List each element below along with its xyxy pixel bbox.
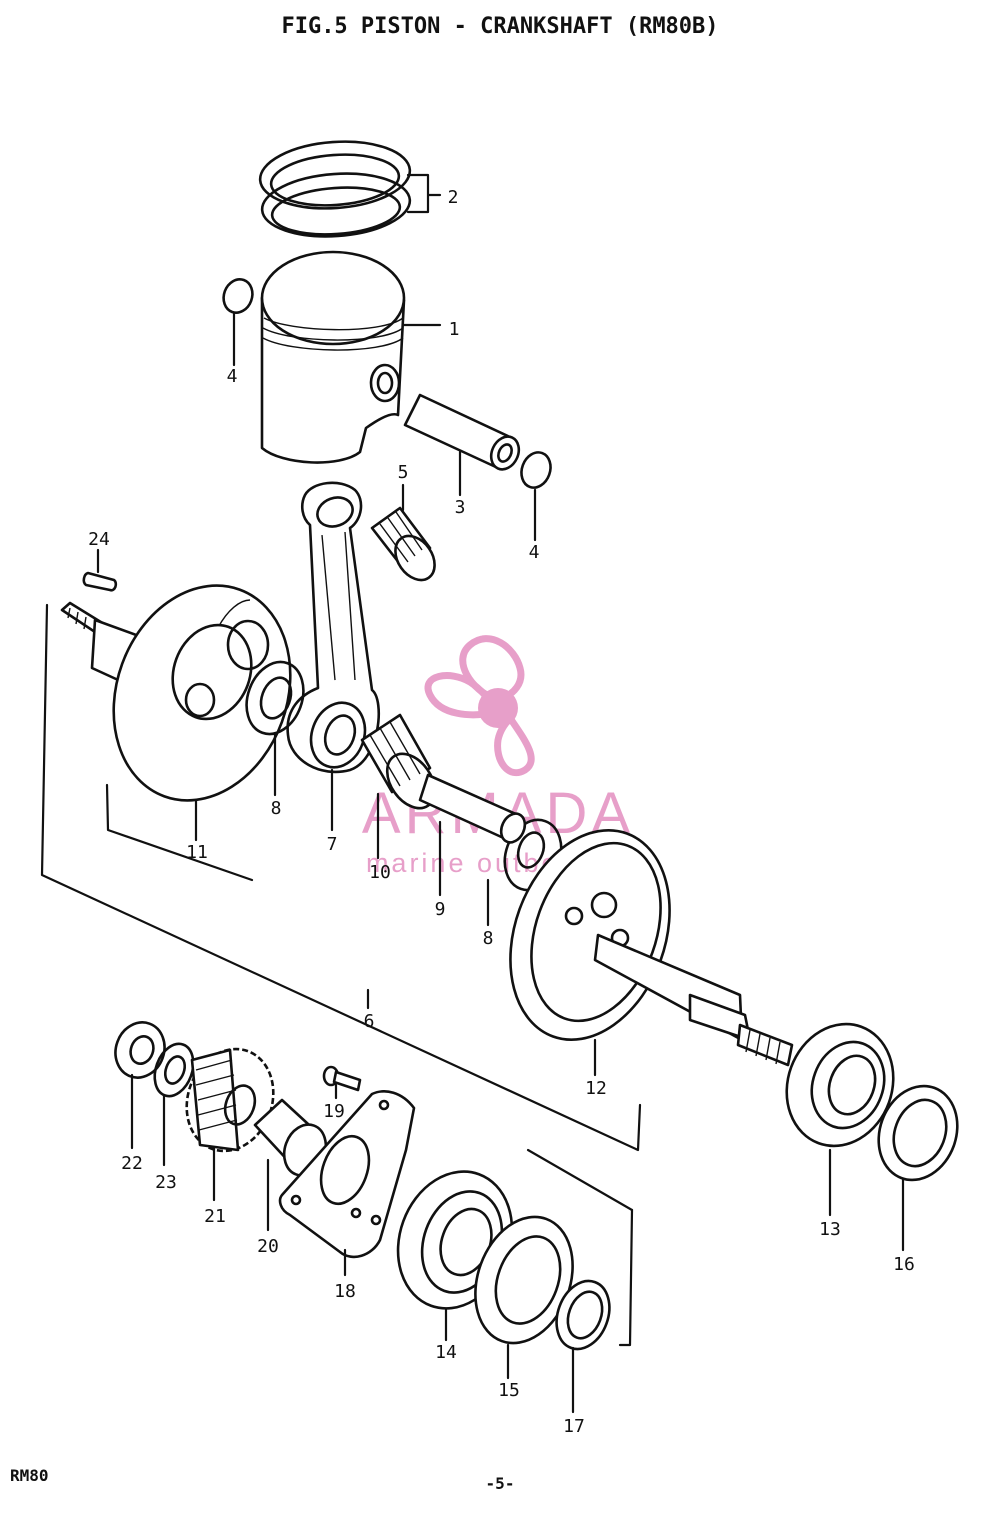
primary-drive-gear	[185, 1047, 275, 1202]
label-screw: 19	[323, 1101, 345, 1122]
page-number: -5-	[485, 1474, 515, 1493]
propeller-logo-icon	[424, 635, 535, 776]
crankshaft-left-half	[60, 584, 292, 842]
label-crank-right: 12	[585, 1078, 607, 1099]
crank-web-bracket	[105, 783, 254, 882]
seal-collar	[555, 1279, 611, 1414]
piston-rings	[258, 140, 442, 238]
callout-labels: 2 1 4 5 3 4 24 8 7 11 10 9 8 6 12 19 22 …	[88, 187, 915, 1437]
bearing-retainer-plate	[278, 1090, 416, 1277]
small-end-bearing	[370, 483, 436, 582]
label-primary-gear: 21	[204, 1206, 226, 1227]
label-bearing-right: 13	[819, 1219, 841, 1240]
label-oil-seal-right: 16	[893, 1254, 915, 1275]
woodruff-key	[82, 548, 118, 592]
label-key: 24	[88, 529, 110, 550]
primary-gear-washer	[153, 1042, 195, 1167]
piston-pin	[403, 393, 521, 497]
lower-parts-bracket	[526, 1148, 634, 1347]
label-crank-pin: 9	[435, 899, 446, 920]
piston-pin-circlip-right	[520, 451, 552, 542]
crank-pin	[418, 773, 527, 897]
label-circlip-left: 4	[227, 366, 238, 387]
label-collar: 17	[563, 1416, 585, 1437]
label-washer: 23	[155, 1172, 177, 1193]
label-crankshaft-assembly: 6	[364, 1011, 375, 1032]
label-piston-rings: 2	[448, 187, 459, 208]
label-washer-right: 8	[483, 928, 494, 949]
piston	[260, 250, 442, 464]
label-spacer: 20	[257, 1236, 279, 1257]
crankshaft-bearing-right	[785, 1022, 895, 1217]
label-crank-left: 11	[186, 842, 208, 863]
label-big-end-bearing: 10	[369, 862, 391, 883]
oil-seal-right	[877, 1084, 959, 1252]
label-washer-left: 8	[271, 798, 282, 819]
label-circlip-right: 4	[529, 542, 540, 563]
thrust-washer-left	[245, 660, 305, 797]
label-retainer-plate: 18	[334, 1281, 356, 1302]
oil-seal-left	[474, 1215, 574, 1380]
crankshaft-right-half	[509, 829, 794, 1077]
label-piston-pin: 3	[455, 497, 466, 518]
label-small-end-bearing: 5	[398, 462, 409, 483]
label-oil-seal-left: 15	[498, 1380, 520, 1401]
label-piston: 1	[449, 319, 460, 340]
retainer-screw	[322, 1065, 362, 1100]
label-connecting-rod: 7	[327, 834, 338, 855]
figure-title: FIG.5 PISTON - CRANKSHAFT (RM80B)	[281, 14, 719, 39]
model-code: RM80	[10, 1466, 49, 1485]
crankshaft-assembly-bracket	[40, 603, 642, 1152]
label-nut: 22	[121, 1153, 143, 1174]
piston-pin-circlip-left	[222, 278, 254, 367]
connecting-rod	[286, 481, 381, 832]
label-bearing-left: 14	[435, 1342, 457, 1363]
primary-gear-nut	[114, 1021, 166, 1150]
